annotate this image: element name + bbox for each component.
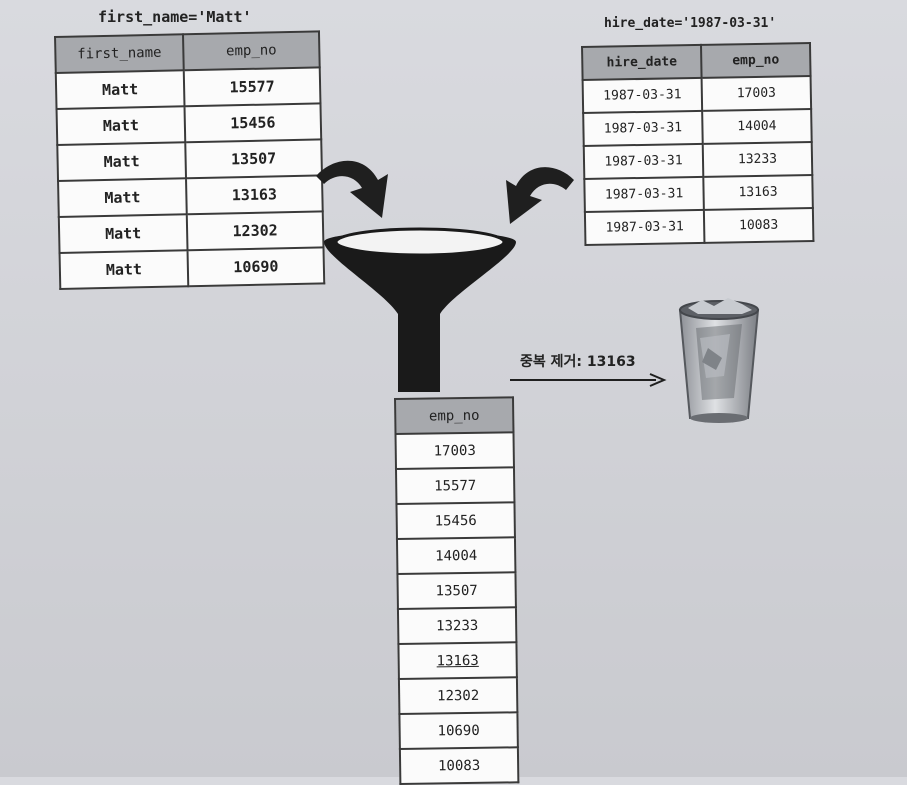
table-header-row: first_name emp_no: [55, 31, 320, 73]
table-cell: 15577: [183, 67, 321, 107]
table-cell: 1987-03-31: [583, 143, 704, 179]
table-cell: 13233: [702, 141, 813, 177]
table-cell: 12302: [398, 677, 518, 714]
table-row: 10690: [399, 712, 518, 749]
table-cell: Matt: [59, 250, 189, 289]
left-table-caption: first_name='Matt': [98, 8, 252, 26]
table-cell: Matt: [55, 70, 185, 109]
column-header: first_name: [55, 34, 184, 73]
table-cell: 1987-03-31: [582, 77, 703, 113]
right-table-caption: hire_date='1987-03-31': [604, 16, 777, 31]
table-row: 13233: [397, 607, 517, 644]
trash-bin-icon: [678, 298, 760, 423]
table-cell: 10690: [187, 247, 325, 287]
table-cell: 1987-03-31: [584, 176, 704, 212]
table-cell: 1987-03-31: [584, 209, 705, 245]
table-cell: Matt: [58, 214, 188, 253]
arrow-right-icon: [510, 373, 667, 387]
table-row: 13163: [398, 642, 517, 679]
table-cell: Matt: [58, 178, 187, 217]
table-cell: 13507: [397, 572, 516, 609]
funnel-icon: [324, 227, 516, 392]
duplicate-cell: 13163: [398, 642, 517, 679]
table-cell: 17003: [701, 75, 812, 111]
table-cell: 10083: [703, 207, 814, 243]
column-header: hire_date: [582, 44, 702, 80]
table-row: 15456: [396, 502, 515, 539]
table-cell: 10690: [399, 712, 518, 749]
table-cell: Matt: [57, 142, 187, 181]
table-cell: 14004: [702, 108, 812, 144]
table-row: 14004: [396, 537, 516, 574]
table-header-row: emp_no: [395, 397, 514, 434]
table-cell: 15456: [396, 502, 515, 539]
table-row: 17003: [395, 432, 514, 469]
table-cell: 17003: [395, 432, 514, 469]
table-cell: 13507: [185, 139, 322, 179]
dedupe-label: 중복 제거: 13163: [520, 354, 636, 370]
table-row: 13507: [397, 572, 516, 609]
table-cell: 14004: [396, 537, 516, 574]
curved-arrow-icon: [506, 167, 574, 224]
table-cell: 13163: [186, 175, 323, 215]
table-row: 15577: [395, 467, 515, 504]
table-cell: 15456: [184, 103, 322, 143]
table-cell: 13233: [397, 607, 517, 644]
curved-arrow-icon: [316, 160, 388, 218]
table-cell: 13163: [703, 174, 813, 210]
table-cell: 1987-03-31: [583, 110, 703, 146]
table-row: 12302: [398, 677, 518, 714]
table-cell: 12302: [186, 211, 324, 251]
table-cell: 15577: [395, 467, 515, 504]
merged-result-table: emp_no 17003 15577 15456 14004 13507 132…: [394, 396, 520, 785]
table-row: 10083: [399, 747, 519, 784]
table-cell: Matt: [56, 106, 186, 145]
table-cell: 10083: [399, 747, 519, 784]
column-header: emp_no: [182, 31, 320, 71]
table-header-row: hire_date emp_no: [582, 43, 811, 80]
column-header: emp_no: [700, 43, 811, 78]
column-header: emp_no: [395, 397, 514, 434]
